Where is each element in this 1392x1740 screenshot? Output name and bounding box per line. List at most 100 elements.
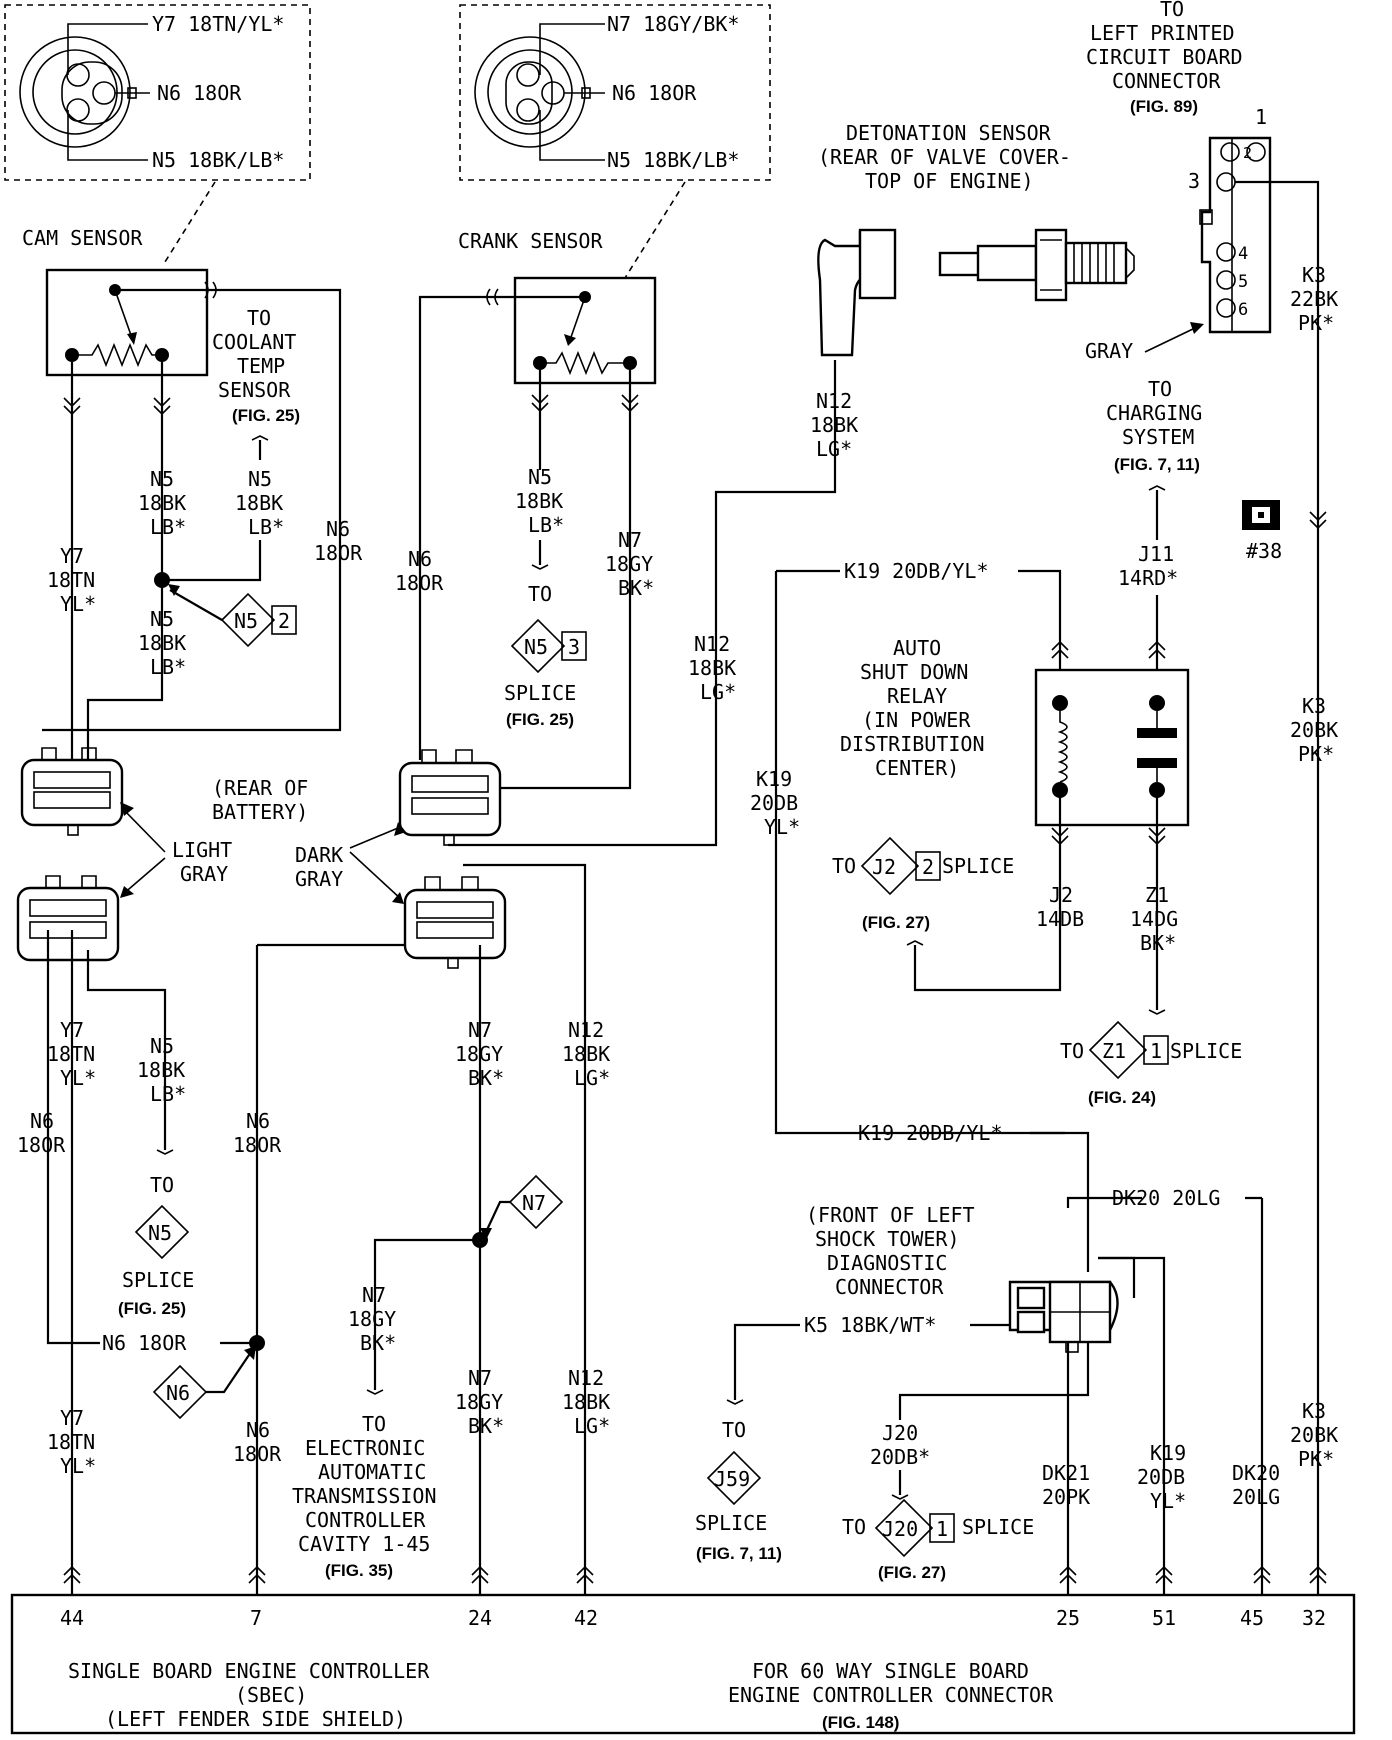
wire-y7-b-3: YL* [60, 1066, 96, 1090]
splice-j2-2: J2 2 [860, 836, 941, 896]
n5-plain-to: TO [150, 1173, 174, 1197]
crank-sensor-connector-view: N7 18GY/BK* N6 18OR N5 18BK/LB* [459, 4, 771, 181]
wire-dk21-2: 20PK [1042, 1485, 1090, 1509]
detonation-l3: TOP OF ENGINE) [865, 169, 1034, 193]
pcb-connector: 2 4 5 6 [1199, 136, 1272, 334]
wire-n6-b-2: 18OR [395, 571, 444, 595]
cam-pin-n6: N6 18OR [157, 81, 242, 105]
wire-j20-1: J20 [882, 1421, 918, 1445]
relay-l2: SHUT DOWN [860, 660, 968, 684]
pcb-pin-3: 3 [1188, 169, 1200, 193]
crank-splice-fig: (FIG. 25) [506, 710, 574, 729]
wire-n5-d-1: N5 [528, 465, 552, 489]
splice-z1-1-num: 1 [1150, 1039, 1162, 1063]
detonation-l2: (REAR OF VALVE COVER- [818, 145, 1071, 169]
wire-n6-e-2: 18OR [233, 1442, 282, 1466]
wire-y7-a-3: YL* [60, 592, 96, 616]
z1-splice: SPLICE [1170, 1039, 1242, 1063]
pcb-pin-1: 1 [1255, 105, 1267, 129]
splice-n6-id: N6 [166, 1381, 190, 1405]
splice-j2-2-id: J2 [872, 855, 896, 879]
charging-fig: (FIG. 7, 11) [1114, 455, 1200, 474]
n5-plain-splice: SPLICE [122, 1268, 194, 1292]
diagnostic-connector [1008, 1280, 1119, 1353]
wire-n7-d-1: N7 [468, 1366, 492, 1390]
splice-n6: N6 [152, 1346, 256, 1420]
wire-n7-a-1: N7 [618, 528, 642, 552]
wire-k19-bot-2: 20DB [1137, 1465, 1185, 1489]
wire-k19-bot-1: K19 [1150, 1441, 1186, 1465]
wire-k3-b-1: K3 [1302, 694, 1326, 718]
j59-to: TO [722, 1418, 746, 1442]
wire-n6-d-2: 18OR [233, 1133, 282, 1157]
ground-38-icon [1242, 500, 1280, 530]
wire-k19-bot-3: YL* [1150, 1489, 1186, 1513]
wire-n6-b-1: N6 [408, 547, 432, 571]
relay-l5: DISTRIBUTION [840, 732, 985, 756]
trans-l3: AUTOMATIC [318, 1460, 426, 1484]
wire-k3-b-2: 20BK [1290, 718, 1338, 742]
splice-j20-1-num: 1 [936, 1517, 948, 1541]
wire-n12-c-3: LG* [574, 1066, 610, 1090]
controller-pin-42: 42 [574, 1606, 598, 1630]
z1-fig: (FIG. 24) [1088, 1088, 1156, 1107]
wire-j11-2: 14RD* [1118, 566, 1178, 590]
crank-sensor [513, 276, 657, 385]
wire-k19-top: K19 20DB/YL* [844, 559, 989, 583]
wire-n5-e-2: 18BK [137, 1058, 185, 1082]
wire-n12-d-3: LG* [574, 1414, 610, 1438]
wire-n5-b-3: LB* [248, 515, 284, 539]
wire-n5-c-3: LB* [150, 655, 186, 679]
trans-l2: ELECTRONIC [305, 1436, 425, 1460]
wire-n7-d-3: BK* [468, 1414, 504, 1438]
light-gray-connector-top [20, 747, 124, 836]
wire-k3-a-1: K3 [1302, 263, 1326, 287]
wire-n7-c-2: 18GY [348, 1307, 396, 1331]
charging-l3: SYSTEM [1122, 425, 1194, 449]
wire-z1-2: 14DG [1130, 907, 1178, 931]
wire-n5-a-3: LB* [150, 515, 186, 539]
trans-l1: TO [362, 1412, 386, 1436]
wire-n6-a-2: 18OR [314, 541, 363, 565]
wire-y7-a-1: Y7 [60, 544, 84, 568]
pcb-l2: LEFT PRINTED [1090, 21, 1235, 45]
wire-n7-d-2: 18GY [455, 1390, 503, 1414]
j59-fig: (FIG. 7, 11) [696, 1544, 782, 1563]
wire-k19-v-3: YL* [764, 815, 800, 839]
wire-dk20-v-2: 20LG [1232, 1485, 1280, 1509]
coolant-l3: TEMP [237, 354, 285, 378]
wire-n6-d-1: N6 [246, 1109, 270, 1133]
detonation-l1: DETONATION SENSOR [846, 121, 1052, 145]
splice-n5-3-id: N5 [524, 635, 548, 659]
controller-pin-44: 44 [60, 1606, 84, 1630]
wire-n12-b-3: LG* [700, 680, 736, 704]
splice-n5-3: N5 3 [510, 618, 587, 674]
wire-n5-b-2: 18BK [235, 491, 283, 515]
wire-j2-1: J2 [1049, 883, 1073, 907]
ground-38-label: #38 [1246, 539, 1282, 563]
wire-n7-a-2: 18GY [605, 552, 653, 576]
auto-shutdown-relay [1034, 668, 1190, 827]
controller-fig: (FIG. 148) [822, 1713, 899, 1732]
wire-z1-3: BK* [1140, 931, 1176, 955]
relay-l1: AUTO [893, 636, 941, 660]
wire-n7-b-3: BK* [468, 1066, 504, 1090]
wire-n5-b-1: N5 [248, 467, 272, 491]
wire-k3-a-3: PK* [1298, 311, 1334, 335]
wire-n7-b-1: N7 [468, 1018, 492, 1042]
wire-n6-c-1: N6 [30, 1109, 54, 1133]
wire-n12-d-2: 18BK [562, 1390, 610, 1414]
wire-j20-2: 20DB* [870, 1445, 930, 1469]
detonation-sensor [817, 228, 1135, 357]
wire-k3-b-3: PK* [1298, 742, 1334, 766]
light-gray-2: GRAY [180, 862, 228, 886]
controller-terminals [63, 1565, 1327, 1584]
wire-j2-2: 14DB [1036, 907, 1084, 931]
crank-to: TO [528, 582, 552, 606]
wire-y7-b-2: 18TN [47, 1042, 95, 1066]
splice-z1-1: Z1 1 [1088, 1020, 1169, 1080]
wire-n5-a-2: 18BK [138, 491, 186, 515]
splice-j2-2-num: 2 [922, 855, 934, 879]
controller-pin-51: 51 [1152, 1606, 1176, 1630]
